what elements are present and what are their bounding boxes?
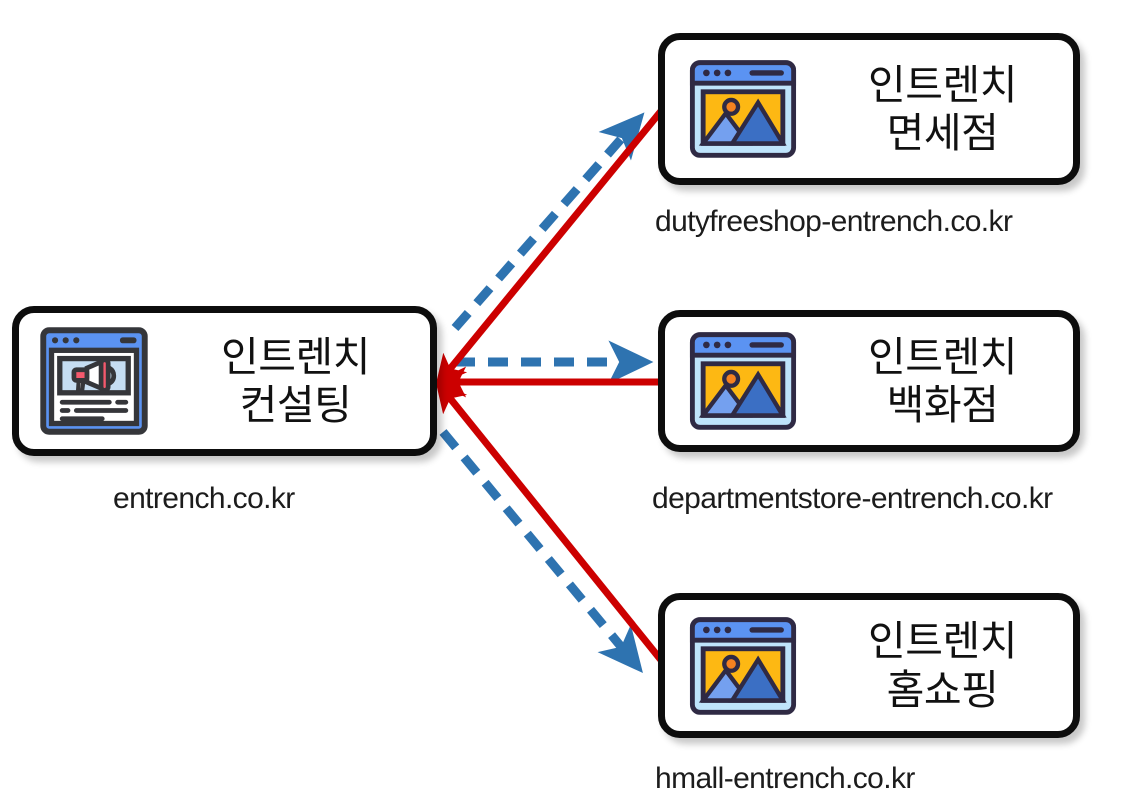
edge-out-hmall [439, 429, 643, 674]
node-card-departmentstore[interactable]: 인트렌치 백화점 [658, 310, 1080, 452]
node-caption-departmentstore: departmentstore-entrench.co.kr [652, 482, 1053, 515]
node-caption-dutyfreeshop: dutyfreeshop-entrench.co.kr [655, 205, 1013, 238]
browser-image-icon [665, 614, 820, 718]
node-card-hmall[interactable]: 인트렌치 홈쇼핑 [658, 593, 1080, 738]
browser-image-icon [665, 329, 820, 433]
node-title-hmall: 인트렌치 홈쇼핑 [868, 618, 1017, 713]
node-card-main[interactable]: 인트렌치 컨설팅 [12, 306, 437, 456]
node-caption-hmall: hmall-entrench.co.kr [655, 762, 915, 795]
edge-in-dutyfreeshop [435, 102, 669, 387]
node-card-dutyfreeshop[interactable]: 인트렌치 면세점 [658, 33, 1080, 185]
edge-out-dutyfreeshop [451, 112, 645, 331]
node-caption-main: entrench.co.kr [113, 482, 295, 515]
edge-in-hmall [435, 380, 668, 668]
node-title-dutyfreeshop: 인트렌치 면세점 [868, 61, 1017, 156]
node-title-departmentstore: 인트렌치 백화점 [868, 333, 1017, 428]
browser-megaphone-icon [19, 322, 169, 440]
node-title-main: 인트렌치 컨설팅 [221, 333, 370, 428]
browser-image-icon [665, 57, 820, 161]
